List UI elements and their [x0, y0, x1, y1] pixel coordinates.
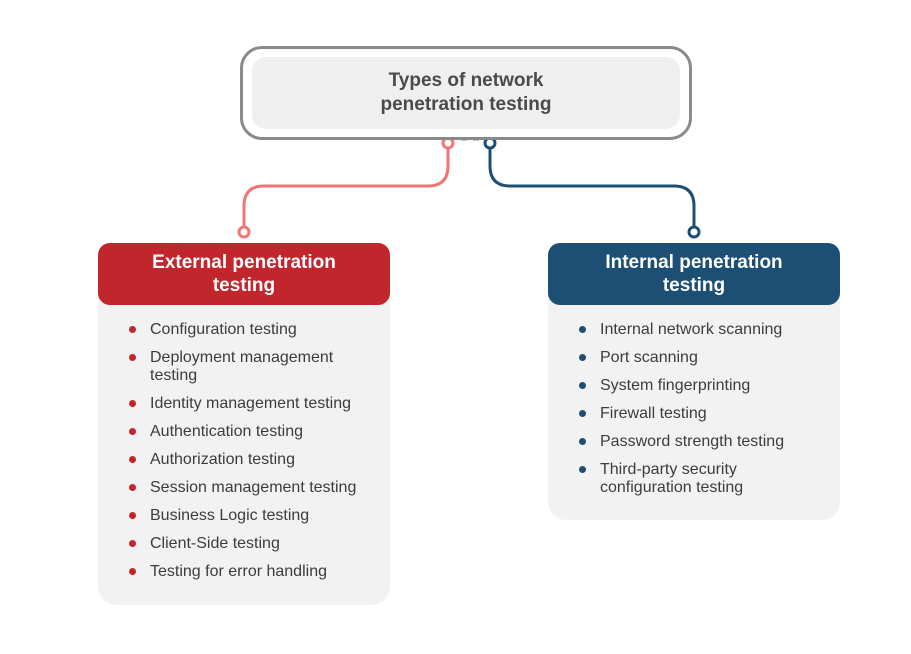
external-list-item: Session management testing [128, 479, 378, 497]
bullet-icon [129, 428, 136, 435]
root-node-inner: Types of network penetration testing [252, 57, 680, 129]
external-connector-line [242, 144, 450, 230]
internal-connector-line [488, 144, 696, 230]
external-list-item: Testing for error handling [128, 563, 378, 581]
bullet-icon [129, 326, 136, 333]
external-item-label: Identity management testing [150, 395, 352, 412]
internal-item-label: Port scanning [600, 349, 698, 366]
external-item-label: Deployment management testing [150, 349, 334, 384]
internal-connector-bottom-dot [687, 225, 701, 239]
internal-list-item: Port scanning [578, 349, 828, 367]
internal-item-label: Internal network scanning [600, 321, 783, 338]
internal-list-item: System fingerprinting [578, 377, 828, 395]
bullet-icon [129, 354, 136, 361]
external-list-item: Authentication testing [128, 423, 378, 441]
external-item-label: Configuration testing [150, 321, 297, 338]
external-item-label: Authentication testing [150, 423, 303, 440]
internal-item-label: Password strength testing [600, 433, 785, 450]
external-item-label: Testing for error handling [150, 563, 327, 580]
bullet-icon [579, 354, 586, 361]
bullet-icon [129, 512, 136, 519]
external-title: External penetration testing [152, 252, 336, 296]
internal-item-label: Third-party security configuration testi… [600, 461, 744, 496]
bullet-icon [579, 438, 586, 445]
external-item-label: Client-Side testing [150, 535, 280, 552]
bullet-icon [579, 326, 586, 333]
bullet-icon [579, 382, 586, 389]
internal-title: Internal penetration testing [605, 252, 783, 296]
external-item-label: Authorization testing [150, 451, 295, 468]
internal-header: Internal penetration testing [548, 243, 840, 305]
internal-list-item: Internal network scanning [578, 321, 828, 339]
internal-item-label: System fingerprinting [600, 377, 751, 394]
internal-list-item: Firewall testing [578, 405, 828, 423]
internal-panel: Internal penetration testing Internal ne… [548, 243, 840, 520]
external-list-item: Authorization testing [128, 451, 378, 469]
external-list-item: Configuration testing [128, 321, 378, 339]
external-header: External penetration testing [98, 243, 390, 305]
external-connector-bottom-dot [237, 225, 251, 239]
internal-list-item: Password strength testing [578, 433, 828, 451]
external-panel: External penetration testing Configurati… [98, 243, 390, 605]
external-list-item: Deployment management testing [128, 349, 378, 385]
internal-item-label: Firewall testing [600, 405, 707, 422]
external-list-item: Business Logic testing [128, 507, 378, 525]
bullet-icon [129, 456, 136, 463]
bullet-icon [129, 568, 136, 575]
bullet-icon [129, 400, 136, 407]
bullet-icon [129, 484, 136, 491]
bullet-icon [579, 466, 586, 473]
bullet-icon [129, 540, 136, 547]
external-list-item: Client-Side testing [128, 535, 378, 553]
bullet-icon [579, 410, 586, 417]
external-item-label: Business Logic testing [150, 507, 310, 524]
root-node: Types of network penetration testing [240, 46, 692, 140]
internal-list-item: Third-party security configuration testi… [578, 461, 828, 497]
external-item-label: Session management testing [150, 479, 357, 496]
root-title: Types of network penetration testing [380, 70, 552, 115]
external-list-item: Identity management testing [128, 395, 378, 413]
